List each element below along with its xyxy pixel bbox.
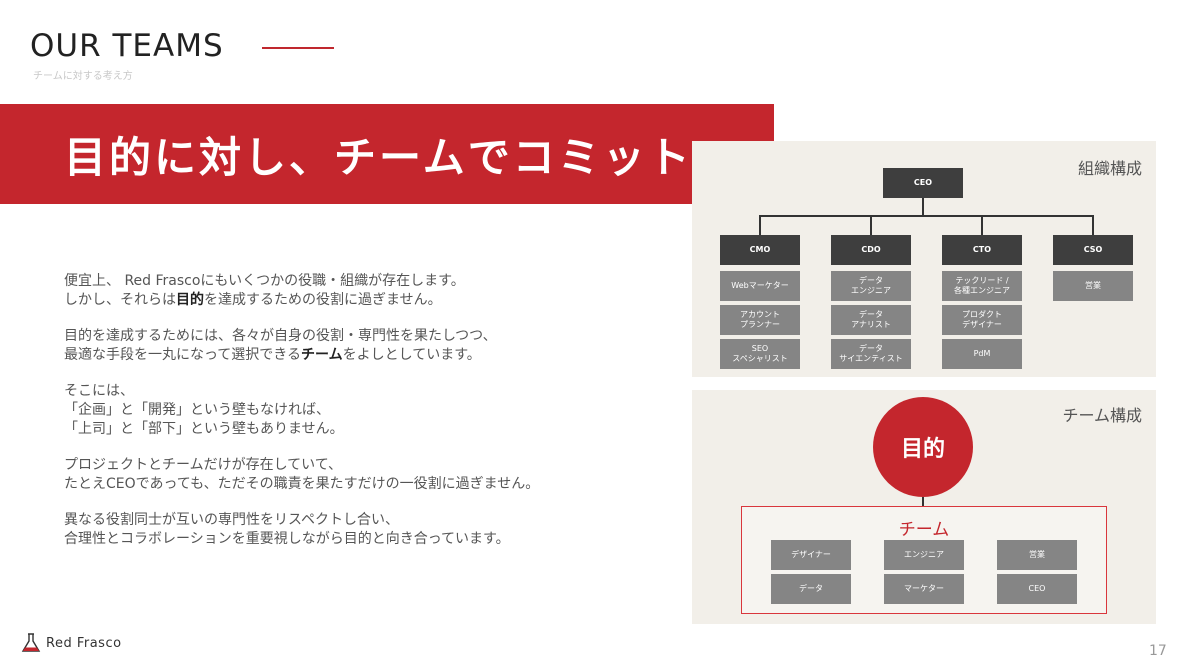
body-text: 便宜上、 Red Frascoにもいくつかの役職・組織が存在します。 しかし、そ… xyxy=(64,272,664,566)
flask-icon xyxy=(21,633,41,652)
emphasis-team: チーム xyxy=(301,347,343,363)
role-text: データ xyxy=(859,310,883,319)
org-connector xyxy=(1092,215,1094,235)
paragraph-5: 異なる役割同士が互いの専門性をリスペクトし合い、 合理性とコラボレーションを重要… xyxy=(64,511,664,549)
org-role-box: データアナリスト xyxy=(831,305,911,335)
org-box-cmo: CMO xyxy=(720,235,800,265)
paragraph-line: 便宜上、 Red Frascoにもいくつかの役職・組織が存在します。 xyxy=(64,273,465,289)
role-text: デザイナー xyxy=(962,320,1002,329)
role-text: プランナー xyxy=(740,320,780,329)
paragraph-line: たとえCEOであっても、ただその職責を果たすだけの一役割に過ぎません。 xyxy=(64,476,540,492)
paragraph-line: 合理性とコラボレーションを重要視しながら目的と向き合っています。 xyxy=(64,531,510,547)
paragraph-1: 便宜上、 Red Frascoにもいくつかの役職・組織が存在します。 しかし、そ… xyxy=(64,272,664,310)
page-subtitle: チームに対する考え方 xyxy=(33,71,133,82)
paragraph-line: 「上司」と「部下」という壁もありません。 xyxy=(64,421,344,437)
org-role-box: PdM xyxy=(942,339,1022,369)
org-box-cto: CTO xyxy=(942,235,1022,265)
paragraph-line: 最適な手段を一丸になって選択できるチームをよしとしています。 xyxy=(64,346,664,365)
role-text: データ xyxy=(859,276,883,285)
role-text: 各種エンジニア xyxy=(954,286,1010,295)
text-fragment: を達成するための役割に過ぎません。 xyxy=(204,292,442,308)
role-text: テックリード / xyxy=(955,276,1009,285)
org-box-ceo: CEO xyxy=(883,168,963,198)
role-text: データ xyxy=(859,344,883,353)
paragraph-line: 異なる役割同士が互いの専門性をリスペクトし合い、 xyxy=(64,512,400,528)
role-text: SEO xyxy=(751,344,769,353)
team-member-box: マーケター xyxy=(884,574,964,604)
org-role-box: アカウントプランナー xyxy=(720,305,800,335)
goal-circle: 目的 xyxy=(873,397,973,497)
paragraph-4: プロジェクトとチームだけが存在していて、 たとえCEOであっても、ただその職責を… xyxy=(64,456,664,494)
org-box-cso: CSO xyxy=(1053,235,1133,265)
org-connector xyxy=(759,215,761,235)
paragraph-2: 目的を達成するためには、各々が自身の役割・専門性を果たしつつ、 最適な手段を一丸… xyxy=(64,327,664,365)
team-structure-label: チーム構成 xyxy=(1062,406,1142,425)
text-fragment: しかし、それらは xyxy=(64,292,176,308)
team-member-box: データ xyxy=(771,574,851,604)
org-role-box: Webマーケター xyxy=(720,271,800,301)
role-text: アナリスト xyxy=(851,320,891,329)
team-box: チーム デザイナー エンジニア 営業 データ マーケター CEO xyxy=(741,506,1107,614)
role-text: サイエンティスト xyxy=(839,354,903,363)
headline-text: 目的に対し、チームでコミット xyxy=(64,132,693,182)
footer-logo: Red Frasco xyxy=(20,632,122,654)
role-text: プロダクト xyxy=(962,310,1002,319)
text-fragment: 最適な手段を一丸になって選択できる xyxy=(64,347,302,363)
page-number: 17 xyxy=(1149,643,1167,659)
title-underline-rule xyxy=(262,47,334,49)
paragraph-line: しかし、それらは目的を達成するための役割に過ぎません。 xyxy=(64,291,664,310)
paragraph-line: 目的を達成するためには、各々が自身の役割・専門性を果たしつつ、 xyxy=(64,328,497,344)
role-text: アカウント xyxy=(740,310,780,319)
org-role-box: 営業 xyxy=(1053,271,1133,301)
paragraph-line: 「企画」と「開発」という壁もなければ、 xyxy=(64,402,330,418)
emphasis-goal: 目的 xyxy=(176,292,204,308)
team-connector xyxy=(922,497,924,507)
org-connector xyxy=(922,198,924,216)
org-box-cdo: CDO xyxy=(831,235,911,265)
role-text: スペシャリスト xyxy=(732,354,788,363)
org-connector xyxy=(981,215,983,235)
org-role-box: データサイエンティスト xyxy=(831,339,911,369)
paragraph-3: そこには、 「企画」と「開発」という壁もなければ、 「上司」と「部下」という壁も… xyxy=(64,382,664,439)
org-role-box: テックリード /各種エンジニア xyxy=(942,271,1022,301)
org-role-box: プロダクトデザイナー xyxy=(942,305,1022,335)
headline-banner: 目的に対し、チームでコミット xyxy=(0,104,774,204)
footer-brand: Red Frasco xyxy=(46,635,122,651)
page-title: OUR TEAMS xyxy=(30,28,224,64)
org-connector xyxy=(759,215,1094,217)
team-member-box: エンジニア xyxy=(884,540,964,570)
org-role-box: データエンジニア xyxy=(831,271,911,301)
team-member-box: デザイナー xyxy=(771,540,851,570)
role-text: エンジニア xyxy=(851,286,891,295)
org-connector xyxy=(870,215,872,235)
team-member-box: 営業 xyxy=(997,540,1077,570)
org-structure-label: 組織構成 xyxy=(1077,159,1142,178)
team-member-box: CEO xyxy=(997,574,1077,604)
team-structure-panel: チーム構成 目的 チーム デザイナー エンジニア 営業 データ マーケター CE… xyxy=(692,390,1156,624)
text-fragment: をよしとしています。 xyxy=(342,347,481,363)
team-label: チーム xyxy=(898,520,950,540)
paragraph-line: そこには、 xyxy=(64,383,134,399)
paragraph-line: プロジェクトとチームだけが存在していて、 xyxy=(64,457,343,473)
